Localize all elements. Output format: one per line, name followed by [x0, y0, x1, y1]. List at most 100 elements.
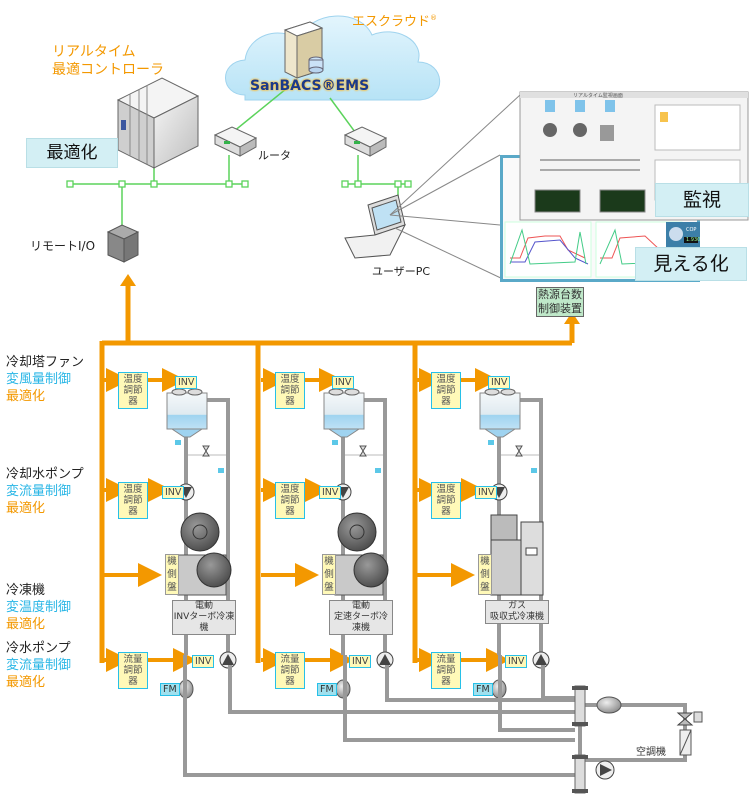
chiller-type-label-text: INVターボ冷凍機 [173, 612, 235, 633]
equipment-name: 冷却水ポンプ [6, 467, 84, 482]
cop-value: 1.930 [686, 237, 701, 243]
network-nodes [66, 180, 412, 188]
absorber-body-icon [490, 539, 522, 596]
temperature-controller-text: 温度 [123, 374, 143, 385]
evaporator-icon [196, 552, 232, 588]
temperature-controller-text: 温度 [436, 484, 456, 495]
chiller-type-label-text: ガス [507, 601, 526, 611]
monitor-tag: 監視 [655, 183, 749, 217]
inv-label-text: INV [491, 377, 508, 388]
equipment-name: 冷却塔ファン [6, 355, 85, 370]
header-pipes [572, 685, 588, 794]
control-valve-icon [676, 711, 703, 726]
flow-controller-text: 流量 [280, 654, 300, 665]
inv-label-text: INV [352, 656, 369, 667]
fan-icon [171, 388, 187, 396]
flow-controller: 流量調節器 [431, 652, 461, 689]
flow-controller-text: 流量 [123, 654, 143, 665]
cloud-title-text: エスクラウド [352, 14, 431, 30]
flow-controller-text: 流量 [436, 654, 456, 665]
temperature-controller-text: 温度 [280, 374, 300, 385]
side-panel-text: 盤 [167, 582, 177, 593]
side-panel-text: 盤 [324, 582, 334, 593]
optimization-tag: 最適化 [26, 138, 118, 168]
chiller-type-label-text: 吸収式冷凍機 [489, 612, 544, 622]
control-bus [99, 282, 575, 663]
heat-source-unit [417, 368, 550, 699]
flow-controller: 流量調節器 [118, 652, 148, 689]
equipment-name: 冷凍機 [6, 583, 46, 598]
side-panel-text: 側 [324, 569, 334, 580]
remote-io-label: リモートI/O [30, 239, 96, 253]
temperature-controller-text: 調節器 [436, 495, 456, 517]
side-panel: 機側盤 [165, 554, 179, 595]
pump-arrow-icon [222, 654, 234, 665]
registered-mark: ® [430, 14, 438, 22]
compressor-hub-icon [349, 524, 365, 540]
temperature-sensor-icon [488, 440, 494, 445]
heat-source-control-line1: 熱源台数 [538, 288, 582, 301]
air-handler-icon [679, 729, 692, 756]
inv-label: INV [475, 486, 498, 499]
fan-icon [328, 388, 344, 396]
flow-controller: 流量調節器 [275, 652, 305, 689]
fan-icon [484, 388, 500, 396]
side-panel: 機側盤 [478, 554, 492, 595]
cooling-tower-icon [166, 392, 208, 430]
bypass-valve-icon [359, 445, 367, 457]
inv-label-text: INV [178, 377, 195, 388]
ems-label: SanBACS®EMS [250, 78, 370, 94]
window-icon [525, 547, 538, 556]
realtime-controller-icon [116, 77, 200, 169]
optimization-label: 最適化 [6, 389, 46, 404]
control-method: 変流量制御 [6, 484, 72, 499]
absorber-unit-icon [490, 514, 518, 541]
fm-label-text: FM [320, 684, 334, 695]
side-panel-text: 側 [480, 569, 490, 580]
inv-label: INV [175, 376, 198, 389]
optimization-label: 最適化 [6, 501, 46, 516]
bypass-valve-icon [202, 445, 210, 457]
inv-label: INV [192, 655, 215, 668]
optimization-label: 最適化 [6, 617, 46, 632]
user-pc-label: ユーザーPC [372, 265, 431, 278]
fan-icon [500, 388, 516, 396]
side-panel-text: 側 [167, 569, 177, 580]
laptop-icon [344, 194, 406, 259]
basin-icon [483, 428, 517, 438]
temperature-sensor-icon [531, 468, 537, 473]
pump-arrow-icon [379, 654, 391, 665]
compressor-icon [337, 512, 377, 552]
control-method: 変風量制御 [6, 372, 72, 387]
inv-label-text: INV [322, 487, 339, 498]
server-icon [283, 21, 324, 79]
bypass-valve-icon [515, 445, 523, 457]
inv-label: INV [349, 655, 372, 668]
chiller-type-label: ガス吸収式冷凍機 [485, 600, 549, 624]
cloud-title: エスクラウド® [352, 10, 437, 30]
heat-source-control-line2: 制御装置 [538, 302, 582, 315]
remote-io-icon [106, 224, 140, 263]
basin-icon [170, 428, 204, 438]
basin-icon [327, 428, 361, 438]
chiller-type-label-text: 電動 [351, 601, 370, 611]
chiller-type-label: 電動定速ターボ冷凍機 [329, 600, 393, 635]
inv-label-text: INV [335, 377, 352, 388]
ahu-label: 空調機 [636, 747, 666, 758]
router-icon [343, 126, 388, 157]
temperature-controller: 温度調節器 [118, 482, 148, 519]
secondary-pump-icon [595, 760, 615, 780]
fm-label: FM [317, 683, 337, 696]
temperature-controller: 温度調節器 [118, 372, 148, 409]
evaporator-icon [353, 552, 389, 588]
compressor-hub-icon [192, 524, 208, 540]
side-panel: 機側盤 [322, 554, 336, 595]
inv-label-text: INV [508, 656, 525, 667]
temperature-controller: 温度調節器 [431, 372, 461, 409]
cooling-tower-icon [479, 392, 521, 430]
router-icon [213, 126, 258, 157]
controller-title-line1: リアルタイム [52, 44, 136, 60]
temperature-sensor-icon [375, 468, 381, 473]
temperature-controller-text: 調節器 [123, 495, 143, 517]
side-panel-text: 機 [167, 556, 177, 567]
